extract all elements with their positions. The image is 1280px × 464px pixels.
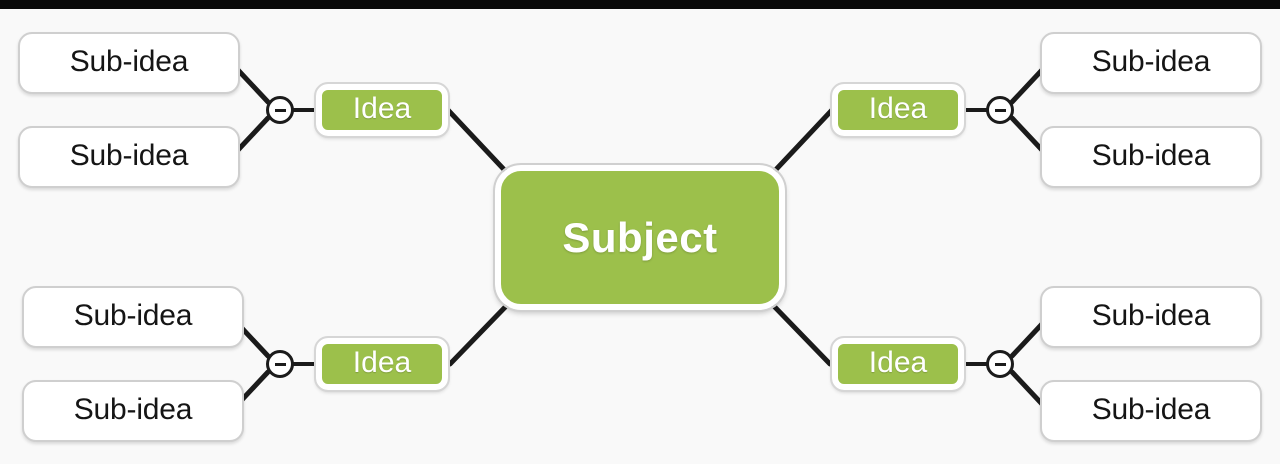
subidea-label: Sub-idea <box>73 393 193 426</box>
subidea-label: Sub-idea <box>69 139 189 172</box>
list-item[interactable]: Sub-idea <box>22 380 244 442</box>
center-node-label: Subject <box>562 213 718 261</box>
minus-icon <box>274 108 286 112</box>
collapse-toggle-topright[interactable] <box>986 96 1014 124</box>
collapse-toggle-bottomright[interactable] <box>986 350 1014 378</box>
edge-subject-bottomleft-idea <box>447 297 515 367</box>
center-node-subject[interactable]: Subject <box>493 163 787 312</box>
subidea-label: Sub-idea <box>1091 393 1211 426</box>
branch-node-topright-idea[interactable]: Idea <box>830 82 966 138</box>
edge-subject-topleft-idea <box>445 107 515 181</box>
list-item[interactable]: Sub-idea <box>1040 286 1262 348</box>
edge-subject-topright-idea <box>765 107 835 181</box>
edge-topright-toggle-sub1 <box>1009 67 1045 105</box>
subidea-label: Sub-idea <box>1091 299 1211 332</box>
subidea-label: Sub-idea <box>73 299 193 332</box>
idea-label: Idea <box>352 346 412 379</box>
edge-bottomright-toggle-sub1 <box>1009 321 1045 359</box>
minus-icon <box>274 362 286 366</box>
subidea-label: Sub-idea <box>1091 139 1211 172</box>
edge-topleft-toggle-sub1 <box>235 67 271 105</box>
list-item[interactable]: Sub-idea <box>1040 32 1262 94</box>
subidea-label: Sub-idea <box>1091 45 1211 78</box>
idea-label: Idea <box>352 92 412 125</box>
edge-topright-toggle-sub2 <box>1009 115 1045 153</box>
branch-node-bottomright-idea[interactable]: Idea <box>830 336 966 392</box>
edge-subject-bottomright-idea <box>765 297 833 367</box>
minus-icon <box>994 362 1006 366</box>
list-item[interactable]: Sub-idea <box>18 32 240 94</box>
list-item[interactable]: Sub-idea <box>1040 380 1262 442</box>
idea-label: Idea <box>868 346 928 379</box>
collapse-toggle-bottomleft[interactable] <box>266 350 294 378</box>
edge-bottomright-toggle-sub2 <box>1009 369 1045 407</box>
list-item[interactable]: Sub-idea <box>1040 126 1262 188</box>
list-item[interactable]: Sub-idea <box>22 286 244 348</box>
top-black-band <box>0 0 1280 9</box>
idea-label: Idea <box>868 92 928 125</box>
branch-node-bottomleft-idea[interactable]: Idea <box>314 336 450 392</box>
collapse-toggle-topleft[interactable] <box>266 96 294 124</box>
list-item[interactable]: Sub-idea <box>18 126 240 188</box>
branch-node-topleft-idea[interactable]: Idea <box>314 82 450 138</box>
subidea-label: Sub-idea <box>69 45 189 78</box>
edge-topleft-toggle-sub2 <box>235 115 271 153</box>
minus-icon <box>994 108 1006 112</box>
